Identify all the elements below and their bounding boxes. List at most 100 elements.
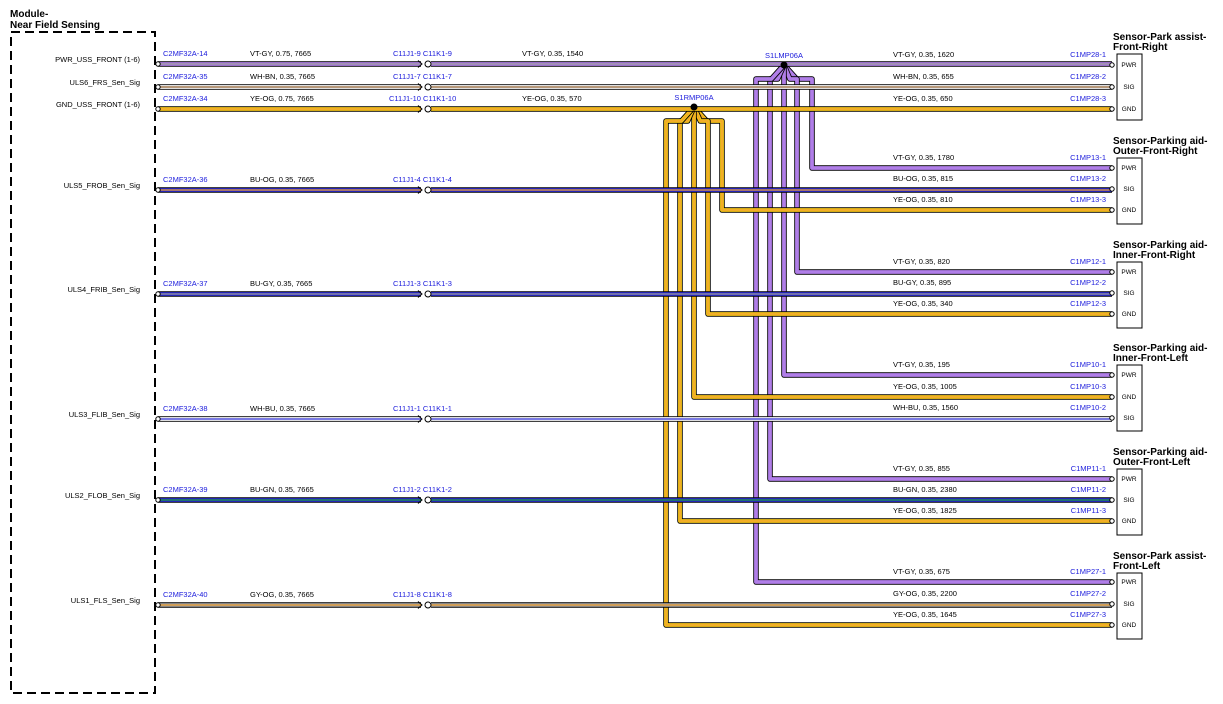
wire-spec-label: YE-OG, 0.35, 810 [893,195,953,204]
sensor-pin [1109,84,1115,90]
sensor-block: Sensor-Parking aid-Outer-Front-LeftPWRC1… [893,447,1207,536]
sensor-connector-label: C1MP12-1 [1070,257,1106,266]
sensor-title-line1: Sensor-Parking aid- [1113,240,1207,251]
module-box [10,31,156,694]
sensor-connector-label: C1MP11-3 [1071,506,1106,515]
gnd-splice-label: S1RMP06A [674,93,713,102]
inline-connector-arrow [417,83,423,91]
sensor-title-line2: Inner-Front-Right [1113,250,1196,261]
sensor-pin [1109,601,1115,607]
signal-label: ULS2_FLOB_Sen_Sig [65,491,140,500]
sensor-pin [1109,476,1115,482]
inline-connector-arrow [417,186,423,194]
sensor-pin [1109,415,1115,421]
sensor-connector-label: C1MP13-2 [1070,174,1106,183]
sensor-pin-label: GND [1122,518,1137,525]
wire-spec-label: VT-GY, 0.35, 1780 [893,153,954,162]
gnd-branch-wire [691,105,1112,213]
sensor-pin [1109,394,1115,400]
sensor-title-line1: Sensor-Parking aid- [1113,136,1207,147]
sensor-connector-label: C1MP10-2 [1070,403,1106,412]
sensor-title-line2: Front-Left [1113,561,1161,572]
module-pin [155,61,161,67]
sensor-connector-label: C1MP28-3 [1070,94,1106,103]
inline-connector-circle [424,60,432,68]
wire-spec-label: VT-GY, 0.75, 7665 [250,49,311,58]
sensor-pin-label: GND [1122,622,1137,629]
inline-connector-circle [424,601,432,609]
inline-connector [417,186,432,194]
sensor-pin-label: PWR [1121,579,1136,586]
pwr-branch-wire [753,63,1112,585]
module-connector-label: C2MF32A-35 [163,72,208,81]
pwr-branch-wire-stripe [783,64,1112,169]
gnd-branch-wire-fill [664,105,1112,627]
inline-connector-arrow [417,415,423,423]
module-connector-label: C2MF32A-39 [163,485,208,494]
sensor-pin [1109,207,1115,213]
inline-connector-label: C11J1-4 C11K1-4 [393,175,452,184]
gnd-branch-wire [691,107,1112,400]
sensor-title-line2: Outer-Front-Left [1113,457,1191,468]
inline-connector [417,60,432,68]
pwr-branch-wire [781,63,1112,275]
sensor-pin-label: SIG [1123,84,1134,91]
module-connector-label: C2MF32A-37 [163,279,208,288]
sensor-pin [1109,106,1115,112]
sensor-pin [1109,186,1115,192]
inline-connector-circle [424,83,432,91]
wire-spec-label: WH-BU, 0.35, 1560 [893,403,958,412]
inline-connector-arrow [417,60,423,68]
inline-connector-circle [424,496,432,504]
wire-spec-label: YE-OG, 0.75, 7665 [250,94,314,103]
sensor-block: Sensor-Parking aid-Inner-Front-LeftPWRC1… [893,343,1207,432]
sensor-box [1116,572,1143,640]
sensor-box [1116,364,1143,432]
module-pin [155,602,161,608]
sensor-pin-label: GND [1122,207,1137,214]
sensor-title-line1: Sensor-Parking aid- [1113,447,1207,458]
inline-connector-circle [424,105,432,113]
wire-spec-label: BU-OG, 0.35, 815 [893,174,953,183]
sensor-pin [1109,497,1115,503]
inline-connector [417,290,432,298]
inline-connector [417,601,432,609]
sensor-connector-label: C1MP10-3 [1070,382,1106,391]
wire-spec-label: BU-GY, 0.35, 7665 [250,279,312,288]
gnd-branch-wire-stripe [665,106,1112,626]
inline-connector-label: C11J1-7 C11K1-7 [393,72,452,81]
sensor-title-line2: Outer-Front-Right [1113,146,1198,157]
module-pin [155,106,161,112]
wire-spec-label: YE-OG, 0.35, 340 [893,299,953,308]
sensor-pin-label: PWR [1121,165,1136,172]
module-connector-label: C2MF32A-14 [163,49,208,58]
sensor-title-line1: Sensor-Park assist- [1113,551,1206,562]
wire-spec-label: YE-OG, 0.35, 650 [893,94,953,103]
sensor-connector-label: C1MP11-1 [1071,464,1106,473]
wire-spec-label: BU-GN, 0.35, 7665 [250,485,314,494]
inline-connector-label: C11J1-9 C11K1-9 [393,49,452,58]
wire-spec-label: VT-GY, 0.35, 820 [893,257,950,266]
pwr-branch-wire-stripe [783,65,1112,376]
wire-spec-label: WH-BN, 0.35, 7665 [250,72,315,81]
sensor-pin-label: SIG [1123,290,1134,297]
module-connector-label: C2MF32A-40 [163,590,208,599]
module-pin [155,497,161,503]
inline-connector-label: C11J1-10 C11K1-10 [389,94,456,103]
wire-spec-label: VT-GY, 0.35, 195 [893,360,950,369]
module-title-line1: Module- [10,9,48,20]
sensor-title-line1: Sensor-Parking aid- [1113,343,1207,354]
pwr-branch-wire [781,63,1112,171]
inline-connector [417,415,432,423]
inline-connector-circle [424,415,432,423]
signal-label: ULS6_FRS_Sen_Sig [70,78,140,87]
wire-spec-label: YE-OG, 0.35, 570 [522,94,582,103]
sensor-block: Sensor-Park assist-Front-LeftPWRC1MP27-1… [893,551,1206,640]
sensor-layer: Sensor-Park assist-Front-RightPWRC1MP28-… [893,32,1207,640]
sensor-pin [1109,62,1115,68]
sensor-pin [1109,269,1115,275]
sensor-pin-label: SIG [1123,601,1134,608]
sensor-connector-label: C1MP11-2 [1071,485,1106,494]
inline-connector-arrow [417,601,423,609]
inline-connector-label: C11J1-8 C11K1-8 [393,590,452,599]
